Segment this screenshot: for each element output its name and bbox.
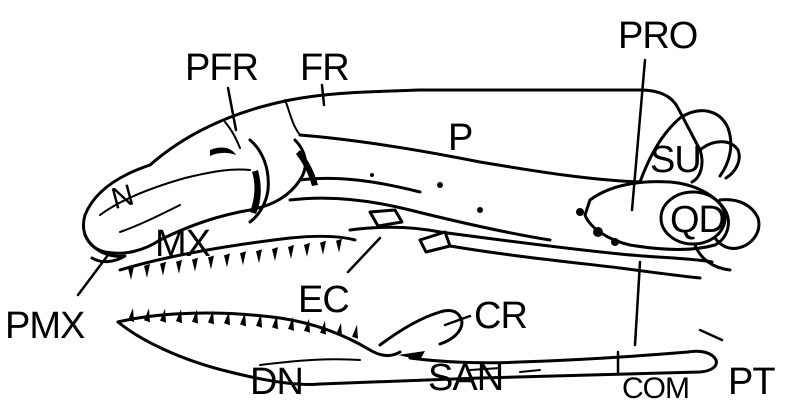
upper-tooth	[304, 243, 310, 257]
upper-tooth	[144, 264, 150, 278]
label-pfr: PFR	[185, 47, 258, 89]
lower-tooth	[144, 308, 150, 322]
lower-tooth	[336, 323, 342, 337]
upper-tooth	[240, 251, 246, 265]
upper-tooth	[128, 266, 134, 280]
upper-tooth	[320, 241, 326, 255]
upper-tooth	[288, 245, 294, 259]
label-fr: FR	[300, 47, 349, 89]
upper-tooth	[272, 247, 278, 261]
label-ec: EC	[298, 279, 349, 321]
label-pro: PRO	[618, 15, 697, 57]
label-mx: MX	[155, 223, 211, 265]
upper-tooth	[336, 239, 342, 253]
label-cr: CR	[474, 295, 527, 337]
otic-region	[585, 111, 759, 270]
label-san: SAN	[428, 357, 503, 399]
label-p: P	[448, 117, 472, 159]
label-pmx: PMX	[5, 305, 85, 347]
upper-tooth	[224, 253, 230, 267]
label-su: SU	[650, 139, 701, 181]
lower-tooth	[352, 325, 358, 339]
label-n: N	[108, 179, 137, 216]
label-pt: PT	[728, 361, 775, 403]
label-com: COM	[622, 372, 689, 405]
lower-tooth	[176, 309, 182, 323]
upper-tooth	[256, 249, 262, 263]
label-qd: QD	[670, 199, 725, 241]
lower-tooth	[128, 308, 134, 322]
label-dn: DN	[250, 361, 303, 403]
